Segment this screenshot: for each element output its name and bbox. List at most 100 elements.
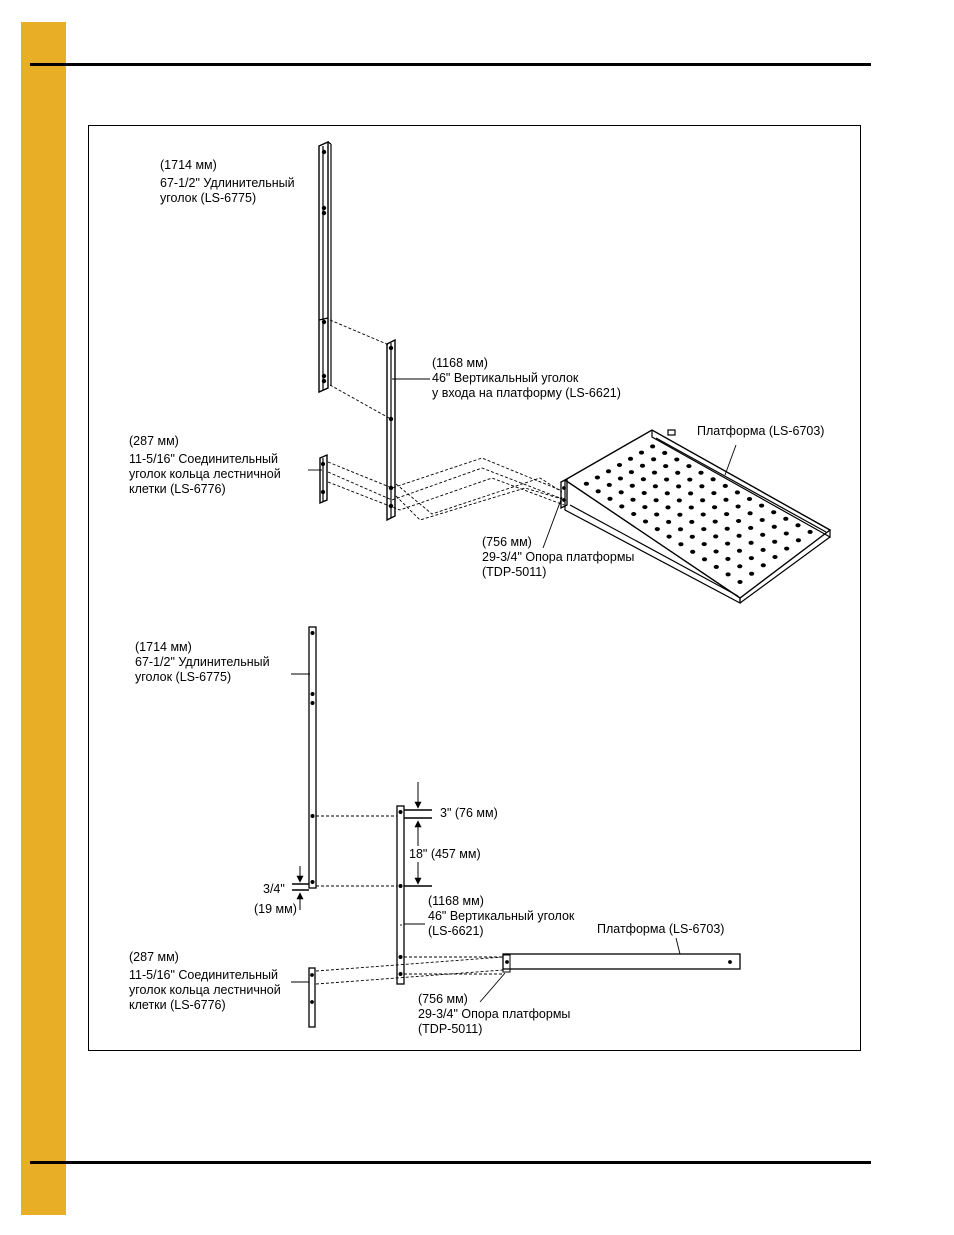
dim-offset-mm-label: (19 мм)	[254, 902, 297, 916]
perforation-hole	[748, 525, 754, 530]
side-color-bar	[21, 22, 66, 1215]
side-extension-angle	[308, 626, 317, 889]
perforation-hole	[711, 491, 717, 496]
perforation-hole	[748, 540, 754, 545]
extension-angle-part	[318, 140, 332, 394]
perforation-hole	[783, 531, 789, 536]
top-extension-angle-label: (1714 мм) 67-1/2" Удлинительный уголок (…	[160, 158, 295, 205]
dim-mid-label: 18" (457 мм)	[409, 847, 481, 861]
top-connecting-angle-label: (287 мм) 11-5/16" Соединительный уголок …	[129, 434, 281, 496]
perforation-hole	[651, 457, 657, 462]
perforation-hole	[759, 503, 765, 508]
perforation-hole	[642, 519, 649, 524]
perforation-hole	[688, 505, 694, 510]
figure-frame	[88, 125, 861, 1051]
perforation-hole	[759, 518, 765, 522]
perforation-hole	[642, 505, 648, 510]
perforation-hole	[638, 450, 645, 455]
perforation-hole	[583, 481, 590, 486]
perforation-hole	[665, 505, 671, 510]
perforation-hole	[713, 534, 719, 539]
perforation-hole	[688, 491, 694, 496]
perforation-hole	[651, 470, 658, 475]
perforation-hole	[628, 470, 635, 475]
perforation-hole	[686, 464, 692, 469]
perforation-hole	[710, 477, 716, 482]
perforation-hole	[725, 541, 731, 546]
footer-rule	[30, 1161, 871, 1164]
perforation-hole	[666, 534, 672, 539]
perforation-hole	[664, 477, 670, 482]
perforation-hole	[631, 512, 637, 516]
perforation-hole	[595, 489, 601, 494]
perforation-hole	[700, 512, 706, 517]
perforation-hole	[747, 511, 753, 516]
dim-top-label: 3" (76 мм)	[440, 806, 498, 820]
perforation-hole	[724, 512, 730, 517]
perforation-hole	[616, 463, 623, 467]
connection-lines-lower	[327, 457, 566, 521]
perforation-hole	[675, 470, 681, 475]
perforation-hole	[630, 497, 636, 502]
top-vertical-angle-label: (1168 мм) 46" Вертикальный уголок у вход…	[432, 356, 621, 400]
perforation-hole	[760, 532, 766, 537]
perforation-hole	[748, 556, 755, 561]
platform-part	[563, 429, 832, 604]
perforation-hole	[737, 580, 743, 584]
perforation-hole	[783, 516, 789, 521]
perforation-hole	[627, 456, 634, 461]
perforation-hole	[771, 510, 777, 515]
side-vertical-angle-label: (1168 мм) 46" Вертикальный уголок (LS-66…	[428, 894, 575, 938]
perforation-hole	[676, 484, 682, 489]
side-extension-angle-label: (1714 мм) 67-1/2" Удлинительный уголок (…	[135, 640, 270, 684]
side-connection-lines	[315, 815, 504, 985]
perforation-hole	[652, 484, 659, 489]
perforation-hole	[650, 444, 656, 449]
perforation-hole	[725, 572, 731, 577]
perforation-hole	[736, 519, 742, 523]
perforation-hole	[701, 557, 708, 562]
perforation-hole	[698, 470, 704, 475]
connection-lines-upper	[329, 319, 390, 419]
side-platform	[502, 953, 741, 973]
leader-lines-top	[308, 378, 737, 549]
perforation-hole	[639, 463, 646, 468]
perforation-hole	[617, 476, 624, 481]
perforation-hole	[676, 498, 682, 503]
perforation-hole	[701, 542, 707, 547]
perforation-hole	[678, 542, 684, 547]
perforation-hole	[772, 539, 778, 544]
perforation-hole	[664, 491, 670, 496]
perforation-hole	[629, 483, 635, 488]
perforation-hole	[784, 546, 790, 551]
side-connecting-angle	[308, 967, 316, 1028]
perforation-hole	[736, 533, 742, 538]
top-platform-support-label: (756 мм) 29-3/4" Опора платформы (TDP-50…	[482, 535, 635, 579]
dimension-lines	[292, 782, 432, 910]
perforation-hole	[619, 504, 625, 509]
perforation-hole	[640, 477, 647, 482]
perforation-hole	[735, 504, 741, 509]
perforation-hole	[701, 527, 707, 532]
perforation-hole	[712, 519, 718, 524]
platform-support-part	[560, 477, 568, 510]
side-connecting-angle-label: (287 мм) 11-5/16" Соединительный уголок …	[129, 950, 281, 1012]
top-platform-label: Платформа (LS-6703)	[697, 424, 825, 438]
perforation-hole	[654, 512, 660, 517]
perforation-hole	[795, 523, 801, 528]
perforation-hole	[689, 534, 695, 539]
perforation-hole	[677, 527, 684, 532]
side-vertical-angle	[396, 805, 405, 985]
perforation-hole	[653, 498, 659, 503]
perforation-hole	[687, 477, 693, 482]
perforation-hole	[722, 483, 728, 488]
perforation-hole	[713, 549, 719, 554]
dim-offset-in-label: 3/4"	[263, 882, 285, 896]
perforation-hole	[666, 519, 672, 524]
perforation-hole	[654, 527, 660, 532]
perforation-hole	[746, 497, 753, 501]
perforation-hole	[771, 524, 777, 529]
perforation-hole	[723, 497, 729, 502]
perforation-hole	[807, 529, 813, 534]
